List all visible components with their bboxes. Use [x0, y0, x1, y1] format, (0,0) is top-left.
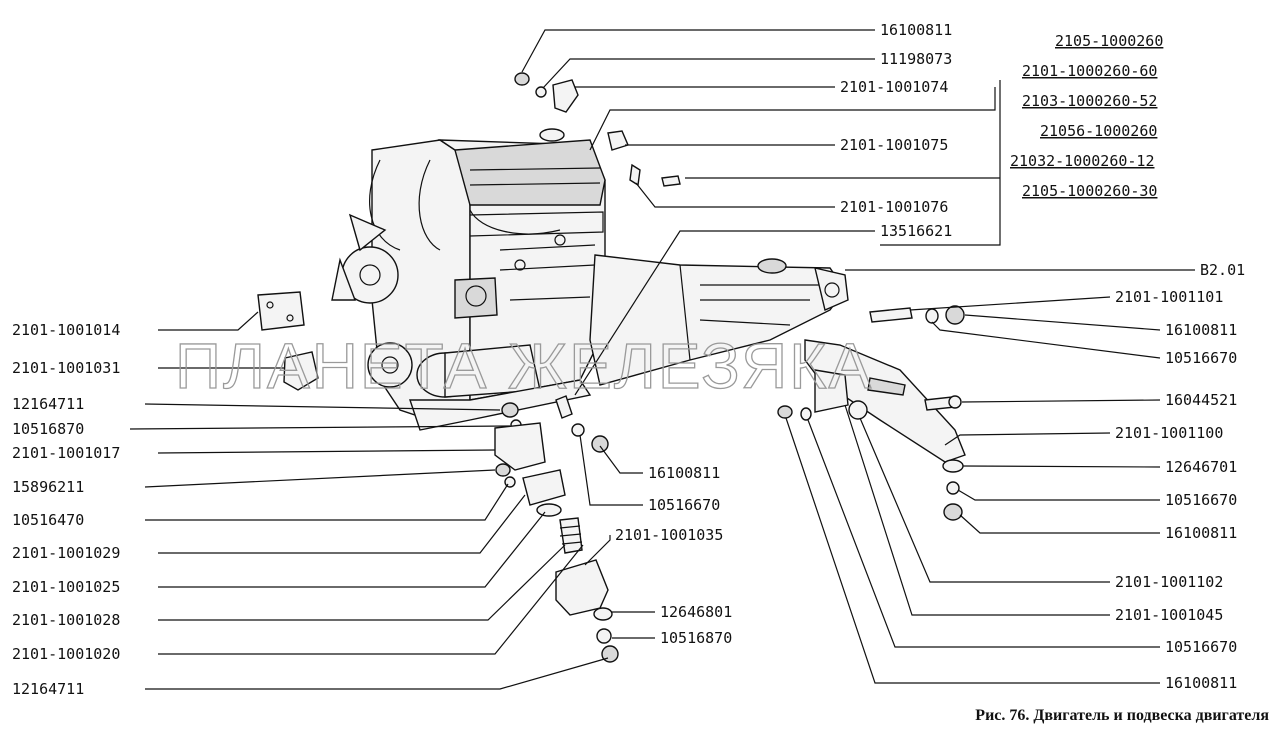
part-label: 16100811: [880, 21, 952, 39]
part-label: 2101-1001025: [12, 578, 120, 596]
part-label: 12646701: [1165, 458, 1237, 476]
part-label: 16100811: [1165, 524, 1237, 542]
part-label: 10516870: [12, 420, 84, 438]
part-label: 2101-1001014: [12, 321, 120, 339]
variant-label: 2101-1000260-60: [1022, 62, 1157, 80]
part-label: 2101-1001031: [12, 359, 120, 377]
variant-label: 2105-1000260: [1055, 32, 1163, 50]
variant-list: 2105-1000260 2101-1000260-60 2103-100026…: [1010, 32, 1163, 200]
part-label: 10516670: [1165, 638, 1237, 656]
variant-label: 21056-1000260: [1040, 122, 1157, 140]
part-label: 2101-1001028: [12, 611, 120, 629]
part-label: 2101-1001101: [1115, 288, 1223, 306]
variant-label: 2105-1000260-30: [1022, 182, 1157, 200]
engine-assembly: [331, 128, 606, 431]
part-label: 16044521: [1165, 391, 1237, 409]
part-label: 2101-1001100: [1115, 424, 1223, 442]
part-label: 2101-1001020: [12, 645, 120, 663]
labels-center: 16100811 10516670 2101-1001035 12646801 …: [615, 464, 732, 647]
part-label: 16100811: [1165, 674, 1237, 692]
part-label: 10516670: [1165, 491, 1237, 509]
variant-label: 21032-1000260-12: [1010, 152, 1155, 170]
part-label: 2101-1001075: [840, 136, 948, 154]
part-label: 10516670: [648, 496, 720, 514]
part-label: 16100811: [1165, 321, 1237, 339]
part-label: 15896211: [12, 478, 84, 496]
part-label: 2101-1001102: [1115, 573, 1223, 591]
watermark: ПЛАНЕТА ЖЕЛЕЗЯКА: [175, 330, 873, 402]
part-label: 10516670: [1165, 349, 1237, 367]
part-label: 2101-1001017: [12, 444, 120, 462]
part-label: B2.01: [1200, 261, 1245, 279]
part-label: 12164711: [12, 680, 84, 698]
part-label: 2101-1001076: [840, 198, 948, 216]
gearbox-assembly: [589, 254, 849, 386]
part-label: 2101-1001045: [1115, 606, 1223, 624]
part-label: 2101-1001029: [12, 544, 120, 562]
labels-left: 2101-1001014 2101-1001031 12164711 10516…: [12, 321, 120, 698]
figure-caption: Рис. 76. Двигатель и подвеска двигателя: [975, 707, 1269, 724]
part-label: 12646801: [660, 603, 732, 621]
leader-lines: [129, 29, 1195, 690]
part-label: 11198073: [880, 50, 952, 68]
part-label: 2101-1001074: [840, 78, 948, 96]
small-parts: [257, 72, 966, 663]
variant-label: 2103-1000260-52: [1022, 92, 1157, 110]
part-label: 16100811: [648, 464, 720, 482]
part-label: 2101-1001035: [615, 526, 723, 544]
part-label: 10516470: [12, 511, 84, 529]
labels-right: B2.01 2101-1001101 16100811 10516670 160…: [1115, 261, 1245, 692]
part-label: 10516870: [660, 629, 732, 647]
labels-top: 16100811 11198073 2101-1001074 2101-1001…: [840, 21, 952, 240]
part-label: 12164711: [12, 395, 84, 413]
part-label: 13516621: [880, 222, 952, 240]
